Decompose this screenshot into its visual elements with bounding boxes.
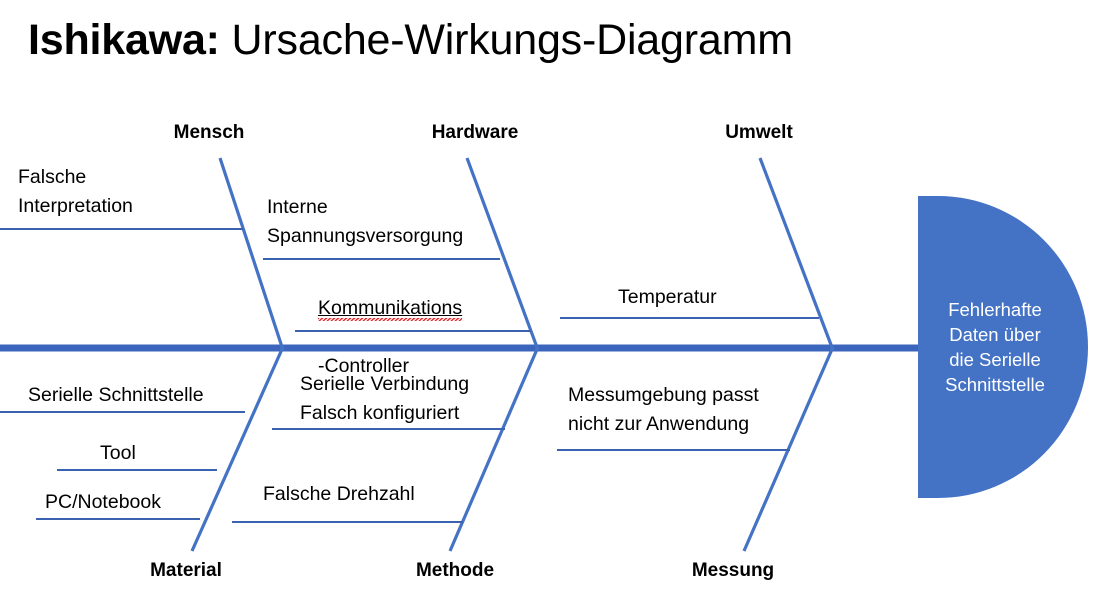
- cause-falsche-drehzahl: Falsche Drehzahl: [263, 483, 415, 505]
- cause-kommunikations-controller-line1: Kommunikations: [318, 297, 463, 322]
- cause-interne-spannungsversorgung: Interne Spannungsversorgung: [267, 196, 464, 247]
- title-rest-part: Ursache-Wirkungs-Diagramm: [219, 16, 793, 64]
- bone-umwelt: [758, 157, 835, 351]
- cause-tool: Tool: [100, 442, 136, 464]
- bone-methode: [448, 346, 540, 552]
- cause-kommunikations-controller-line2: -Controller: [318, 355, 410, 377]
- category-label-mensch: Mensch: [173, 122, 245, 143]
- cause-falsche-interpretation: Falsche Interpretation: [18, 166, 133, 217]
- bone-mensch: [218, 157, 285, 351]
- cause-serielle-verbindung: Serielle Verbindung Falsch konfiguriert: [300, 373, 470, 424]
- cause-messumgebung: Messumgebung passt nicht zur Anwendung: [568, 384, 759, 435]
- title-bold-part: Ishikawa:: [28, 16, 220, 64]
- cause-pc-notebook: PC/Notebook: [45, 491, 161, 513]
- page-title: Ishikawa: Ursache-Wirkungs-Diagramm: [28, 14, 793, 66]
- bone-hardware: [465, 157, 540, 351]
- cause-temperatur: Temperatur: [618, 286, 717, 308]
- category-label-material: Material: [150, 560, 222, 581]
- cause-serielle-schnittstelle: Serielle Schnittstelle: [28, 384, 204, 406]
- cause-kommunikations-controller: Kommunikations -Controller: [318, 265, 463, 381]
- category-label-hardware: Hardware: [431, 122, 519, 143]
- category-label-umwelt: Umwelt: [725, 122, 793, 143]
- effect-label: Fehlerhafte Daten über die Serielle Schn…: [945, 299, 1045, 395]
- category-label-methode: Methode: [415, 560, 495, 581]
- category-label-messung: Messung: [691, 560, 775, 581]
- bone-material: [190, 346, 285, 552]
